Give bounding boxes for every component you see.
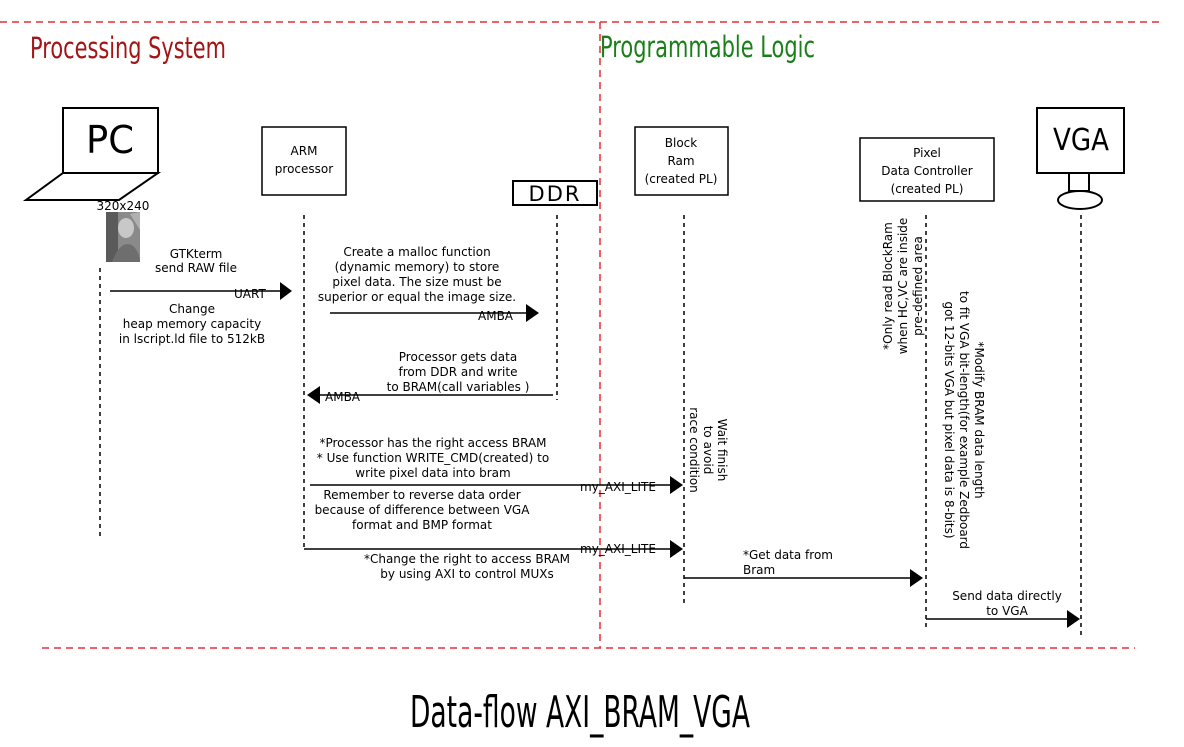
programmable-logic-title: Programmable Logic: [600, 30, 815, 64]
wait-line1: Wait finish: [715, 419, 729, 482]
axi2-arrowhead: [670, 540, 683, 558]
processor-gets-line3: to BRAM(call variables ): [387, 380, 530, 394]
amba2-arrowhead: [307, 386, 320, 404]
amba1-arrowhead: [526, 304, 539, 322]
image-size-label: 320x240: [97, 199, 150, 213]
axi2-label: my_AXI_LITE: [580, 542, 656, 556]
write-cmd-line1: *Processor has the right access BRAM: [319, 436, 546, 450]
pc-label: PC: [86, 118, 134, 162]
wait-line2: to avoid: [701, 426, 715, 475]
modify-note: *Modify BRAM data length to fit VGA bit-…: [942, 291, 986, 549]
image-thumbnail: [106, 212, 140, 262]
write-cmd-line3: write pixel data into bram: [355, 466, 510, 480]
pixel-line1: Pixel: [913, 146, 941, 160]
block-ram-line2: Ram: [667, 154, 694, 168]
only-read-line1: *Only read BlockRam: [881, 222, 895, 350]
pixel-line3: (created PL): [891, 182, 964, 196]
change-right-line1: *Change the right to access BRAM: [364, 552, 570, 566]
heap-line1: Change: [169, 302, 215, 316]
ddr-box: [512, 180, 598, 206]
amba1-label: AMBA: [478, 309, 514, 323]
modify-line3: got 12-bits VGA but pixel data is 8-bits…: [942, 301, 956, 538]
gtkterm-line1: GTKterm: [170, 247, 223, 261]
send-vga-line2: to VGA: [986, 604, 1028, 618]
modify-line1: *Modify BRAM data length: [972, 341, 986, 498]
wait-line3: race condition: [687, 407, 701, 493]
malloc-line1: Create a malloc function: [343, 245, 490, 259]
get-data-arrowhead: [910, 569, 923, 587]
change-right-line2: by using AXI to control MUXs: [380, 567, 553, 581]
amba2-label: AMBA: [325, 390, 361, 404]
processing-system-title: Processing System: [30, 31, 226, 65]
uart-arrowhead: [280, 282, 292, 300]
uart-label: UART: [234, 287, 266, 301]
block-ram-box: [634, 126, 729, 196]
axi1-label: my_AXI_LITE: [580, 480, 656, 494]
send-vga-arrowhead: [1067, 610, 1080, 628]
processor-gets-line2: from DDR and write: [399, 365, 518, 379]
wait-note: Wait finish to avoid race condition: [687, 407, 729, 493]
vga-label: VGA: [1053, 123, 1109, 158]
gtkterm-line2: send RAW file: [155, 261, 237, 275]
only-read-line3: pre-defined area: [911, 236, 925, 336]
only-read-line2: when HC,VC are inside: [896, 218, 910, 355]
heap-line3: in lscript.ld file to 512kB: [119, 332, 265, 346]
block-ram-line1: Block: [665, 136, 698, 150]
only-read-note: *Only read BlockRam when HC,VC are insid…: [881, 218, 925, 355]
get-data-line2: Bram: [743, 563, 775, 577]
modify-line2: to fit VGA bit-length(for example Zedboa…: [957, 291, 971, 549]
malloc-line4: superior or equal the image size.: [318, 290, 516, 304]
malloc-line3: pixel data. The size must be: [332, 275, 501, 289]
block-ram-line3: (created PL): [645, 172, 718, 186]
get-data-line1: *Get data from: [743, 548, 833, 562]
pc-laptop-icon: [22, 107, 162, 201]
arm-label-line1: ARM: [291, 144, 318, 158]
malloc-line2: (dynamic memory) to store: [335, 260, 500, 274]
heap-line2: heap memory capacity: [123, 317, 261, 331]
ddr-label: DDR: [529, 182, 582, 206]
arm-label-line2: processor: [275, 162, 333, 176]
processor-gets-line1: Processor gets data: [399, 350, 517, 364]
reverse-line2: because of difference between VGA: [315, 503, 531, 517]
diagram-caption: Data-flow AXI_BRAM_VGA: [410, 687, 750, 738]
axi1-arrowhead: [670, 476, 683, 494]
reverse-line3: format and BMP format: [352, 518, 492, 532]
reverse-line1: Remember to reverse data order: [323, 488, 520, 502]
pixel-line2: Data Controller: [881, 164, 973, 178]
send-vga-line1: Send data directly: [952, 589, 1062, 603]
vga-monitor-icon: [1036, 107, 1125, 210]
arm-processor-box: [261, 126, 347, 196]
pixel-controller-box: [859, 137, 995, 202]
write-cmd-line2: * Use function WRITE_CMD(created) to: [317, 451, 549, 465]
